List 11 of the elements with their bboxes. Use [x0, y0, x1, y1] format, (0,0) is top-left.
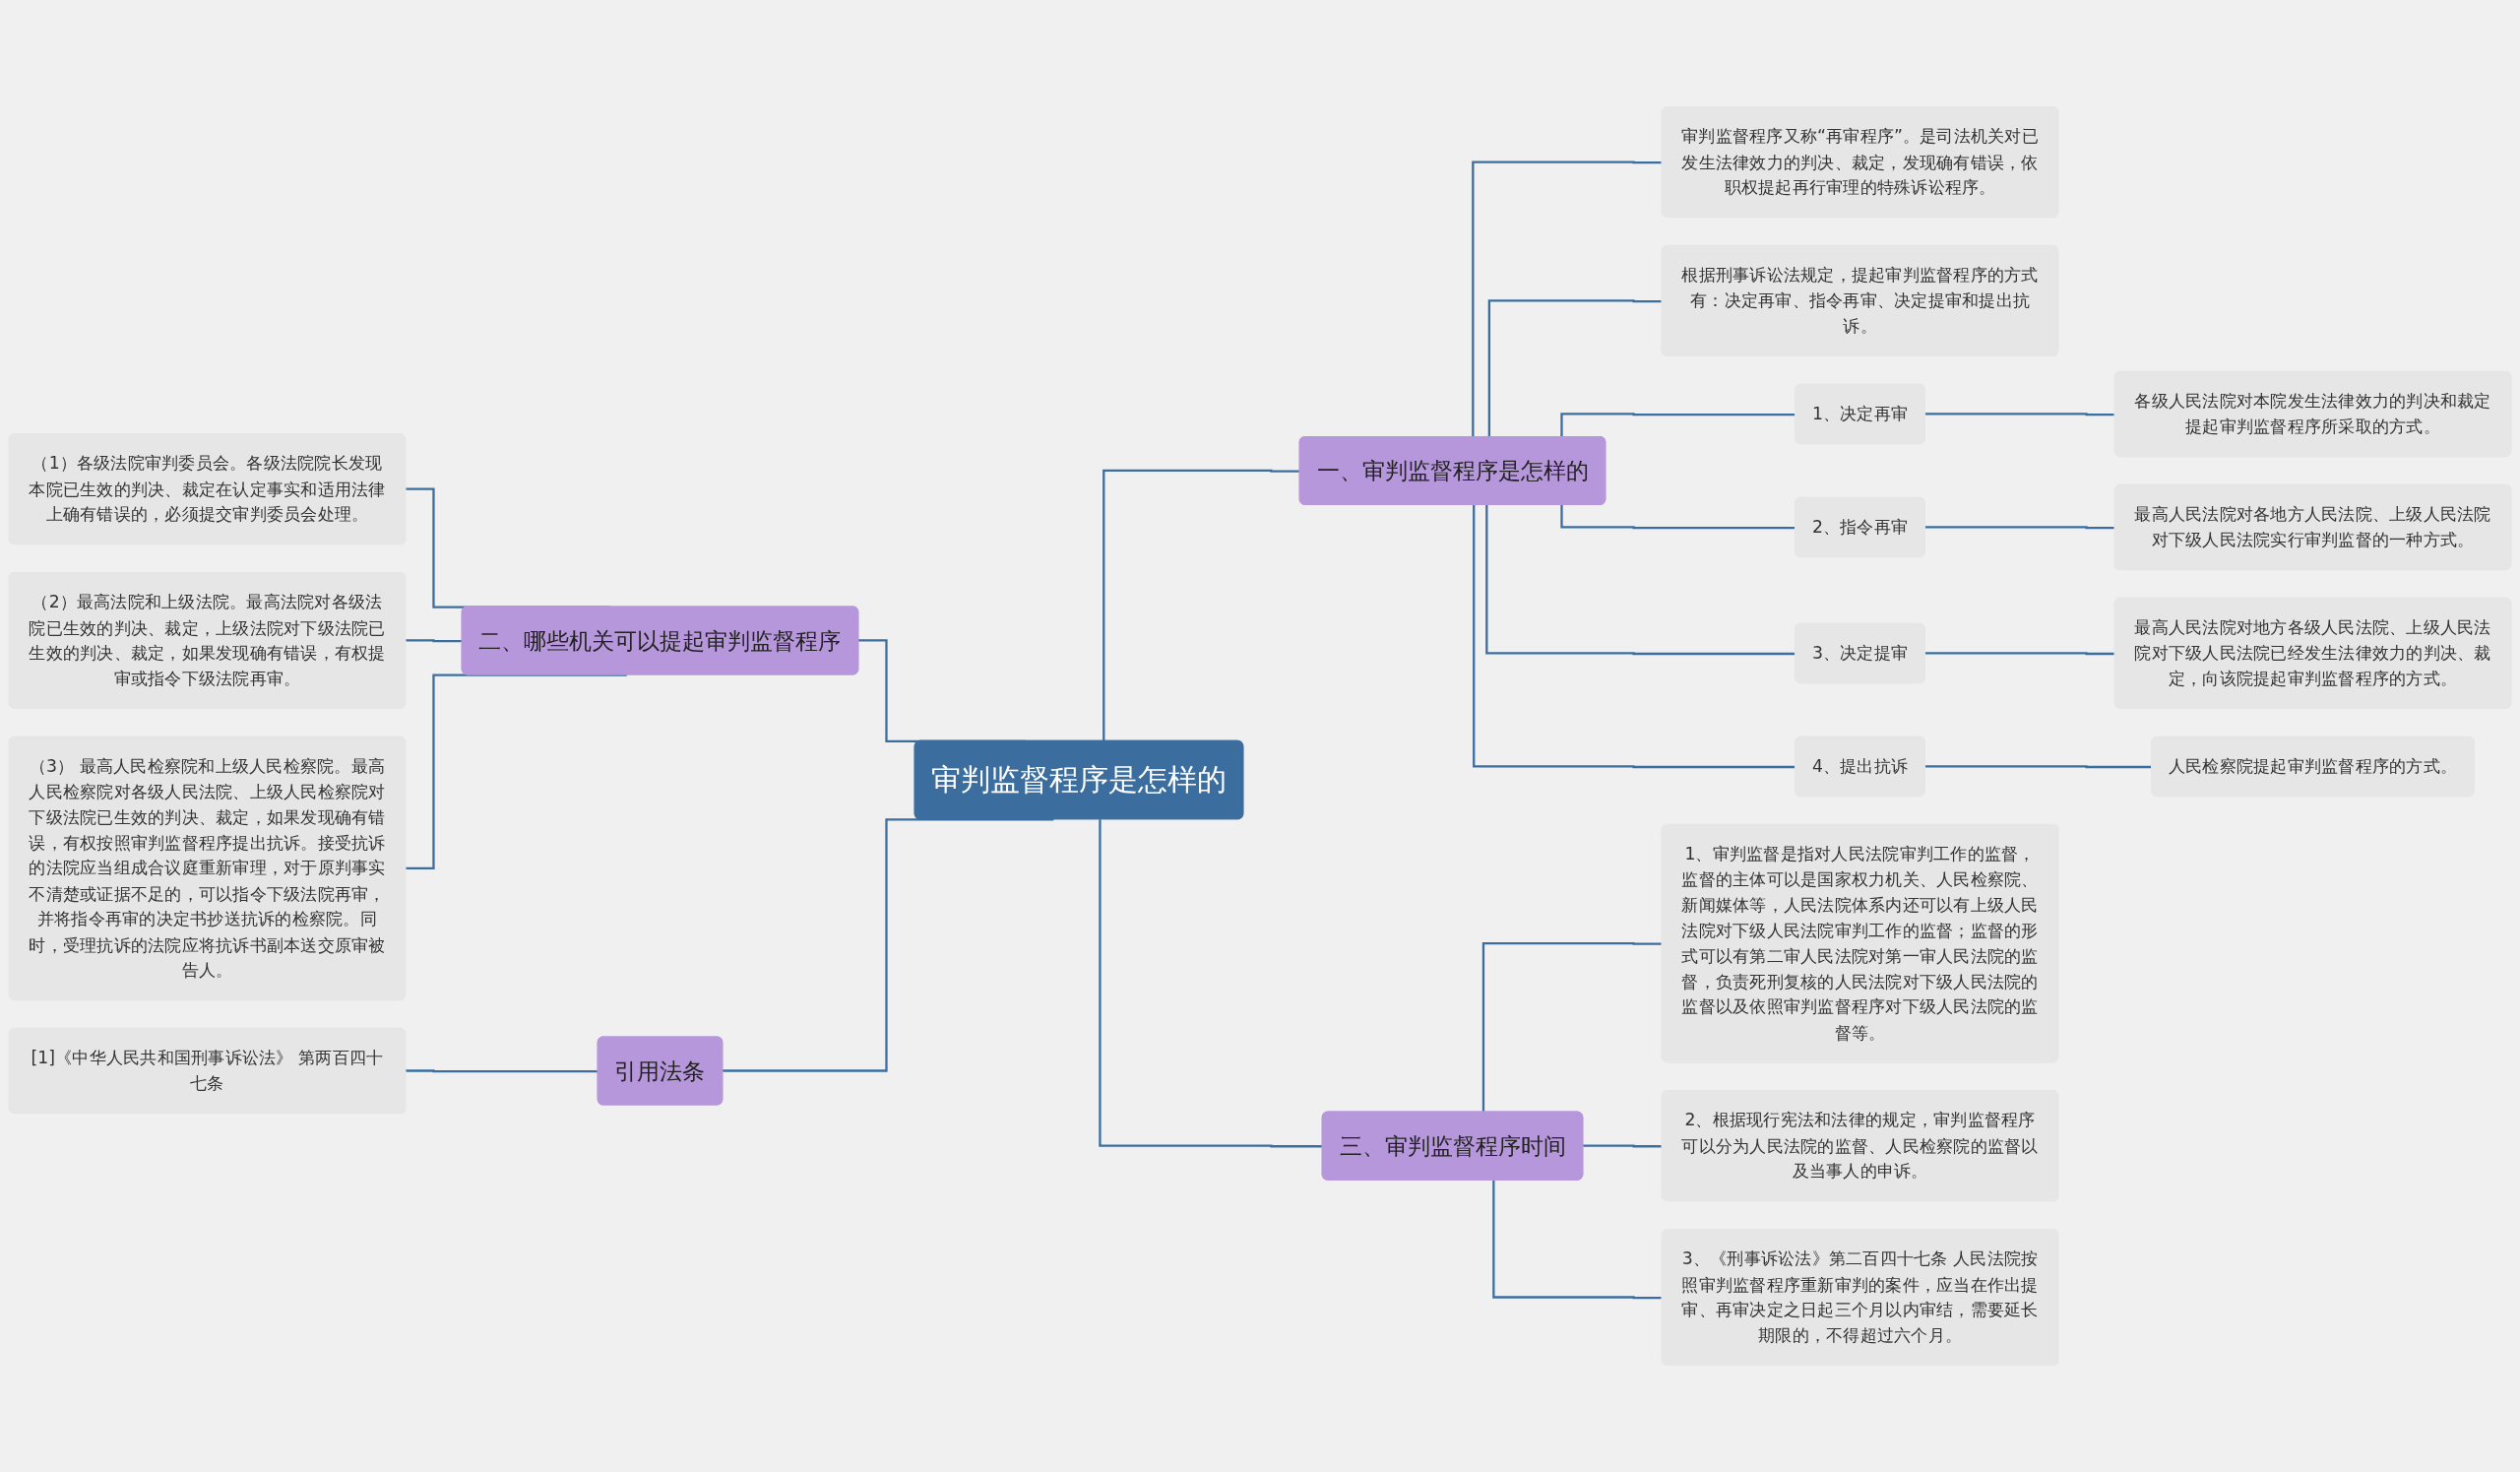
connector — [1487, 299, 1663, 438]
connector — [1102, 469, 1300, 741]
connector — [405, 1069, 598, 1073]
connector — [1492, 1180, 1663, 1300]
connector — [405, 639, 463, 643]
connector — [1099, 819, 1323, 1148]
connector — [1582, 1144, 1663, 1148]
connector — [722, 818, 1054, 1073]
connector — [405, 673, 627, 870]
connector — [1481, 941, 1663, 1113]
connector — [1472, 160, 1663, 438]
